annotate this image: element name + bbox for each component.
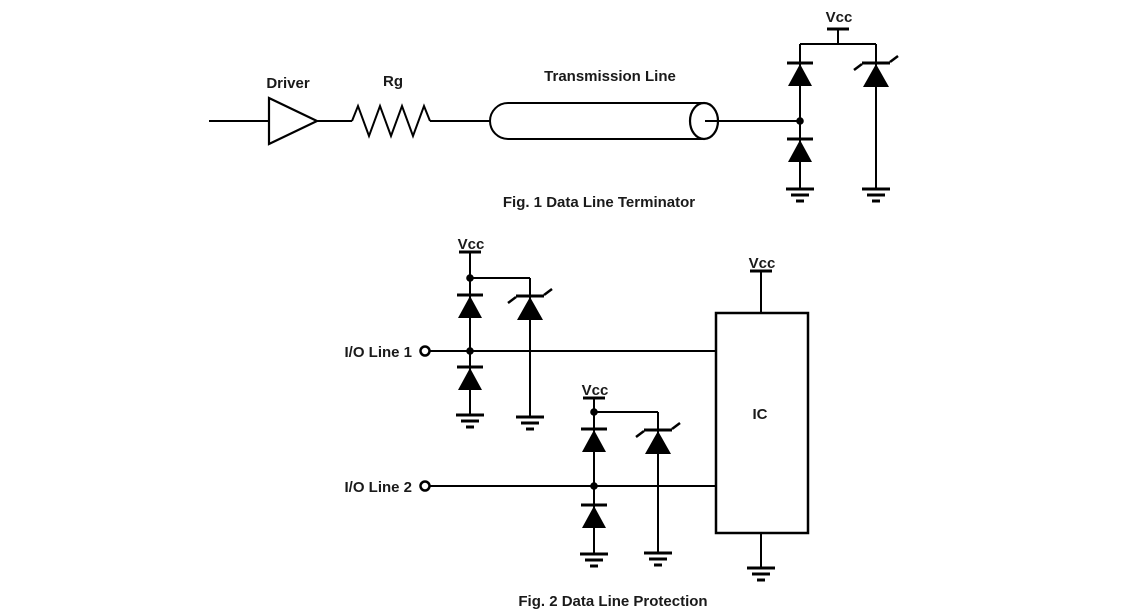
io-terminal-2 xyxy=(419,480,431,492)
fig1-ground-right xyxy=(860,187,892,203)
resistor-label: Rg xyxy=(383,73,403,90)
cell1-vcc-junction-dot xyxy=(466,274,474,282)
fig1-ground-left xyxy=(784,187,816,203)
io-line-1-label: I/O Line 1 xyxy=(344,344,412,361)
driver-buffer-symbol xyxy=(267,96,320,146)
cell2-vcc-label: Vcc xyxy=(582,382,609,399)
fig2-data-line-protection: I/O Line 1 Vcc I/O Line 2 Vcc IC xyxy=(344,236,810,610)
fig1-clamp-diode-lower xyxy=(785,137,815,164)
fig1-vcc-label: Vcc xyxy=(826,9,853,26)
cell1-vcc-label: Vcc xyxy=(458,236,485,253)
fig1-clamp-diode-upper xyxy=(785,61,815,88)
cell1-ground-right xyxy=(514,415,546,431)
resistor-rg-symbol xyxy=(351,103,431,139)
fig1-data-line-terminator: Driver Rg Transmission Line Vcc Fig. 1 D… xyxy=(209,9,900,211)
fig1-junction-dot xyxy=(796,117,804,125)
cell2-clamp-diode-lower xyxy=(579,503,609,530)
cell1-ground-left xyxy=(454,413,486,429)
io-line-2-label: I/O Line 2 xyxy=(344,479,412,496)
transmission-line-label: Transmission Line xyxy=(544,68,676,85)
cell1-clamp-diode-upper xyxy=(455,293,485,320)
cell2-clamp-diode-upper xyxy=(579,427,609,454)
cell1-clamp-diode-lower xyxy=(455,365,485,392)
io-terminal-1 xyxy=(419,345,431,357)
cell2-io-junction-dot xyxy=(590,482,598,490)
cell2-vcc-junction-dot xyxy=(590,408,598,416)
cell1-io-junction-dot xyxy=(466,347,474,355)
ic-block xyxy=(714,311,810,535)
ic-ground xyxy=(745,566,777,582)
cell2-ground-right xyxy=(642,551,674,567)
ic-vcc-label: Vcc xyxy=(749,255,776,272)
transmission-line-symbol xyxy=(489,102,704,140)
fig1-caption: Fig. 1 Data Line Terminator xyxy=(503,194,695,211)
ic-label: IC xyxy=(753,406,768,423)
driver-label: Driver xyxy=(266,75,310,92)
fig2-caption: Fig. 2 Data Line Protection xyxy=(518,593,707,610)
cell2-ground-left xyxy=(578,552,610,568)
